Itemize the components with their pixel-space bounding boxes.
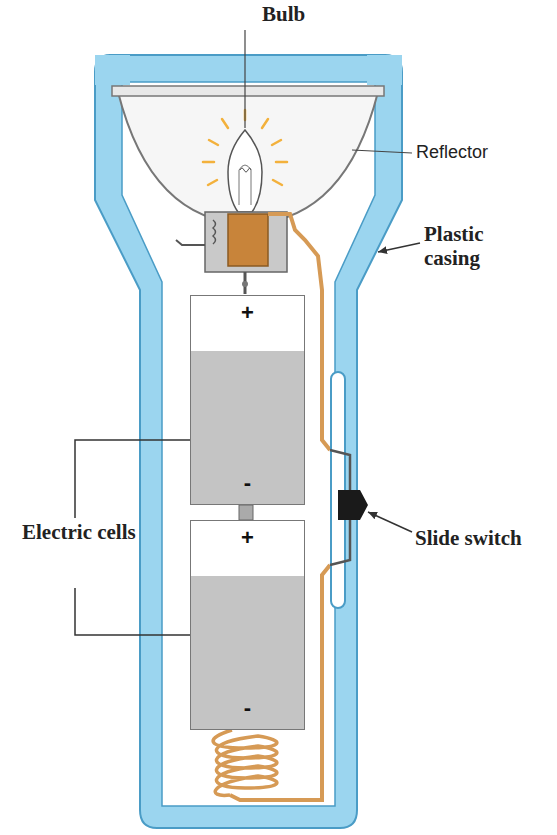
part-label: Electric cells: [22, 520, 142, 544]
leader-line: [244, 30, 245, 128]
casing-rim: [95, 55, 130, 85]
part-label: Reflector: [416, 142, 546, 163]
leader-arrow: [368, 512, 412, 532]
plastic-casing: [95, 55, 402, 828]
negative-terminal-sign: -: [191, 695, 304, 721]
spring: [213, 730, 277, 795]
leader-arrow: [378, 243, 420, 252]
reflector: [118, 92, 378, 224]
contact-dot: [242, 281, 248, 287]
casing-interior: [122, 82, 375, 806]
casing-rim: [367, 55, 402, 85]
holder-thread: [213, 220, 216, 244]
cell-terminal: [239, 505, 253, 520]
part-label: Plastic casing: [424, 222, 539, 270]
bracket-line: [75, 588, 205, 635]
part-label: Bulb: [262, 2, 342, 26]
positive-terminal-sign: +: [191, 525, 304, 551]
holder-tab: [176, 240, 205, 245]
part-label: Slide switch: [415, 526, 525, 550]
bulb-base: [228, 214, 268, 266]
leader-line: [352, 150, 412, 153]
reflector-rim: [112, 86, 384, 96]
electric-cell: +-: [190, 295, 305, 505]
bracket-line: [75, 440, 205, 518]
electric-cell: +-: [190, 520, 305, 730]
bulb-holder: [205, 212, 287, 272]
switch-knob: [338, 490, 368, 520]
negative-terminal-sign: -: [191, 470, 304, 496]
positive-terminal-sign: +: [191, 300, 304, 326]
